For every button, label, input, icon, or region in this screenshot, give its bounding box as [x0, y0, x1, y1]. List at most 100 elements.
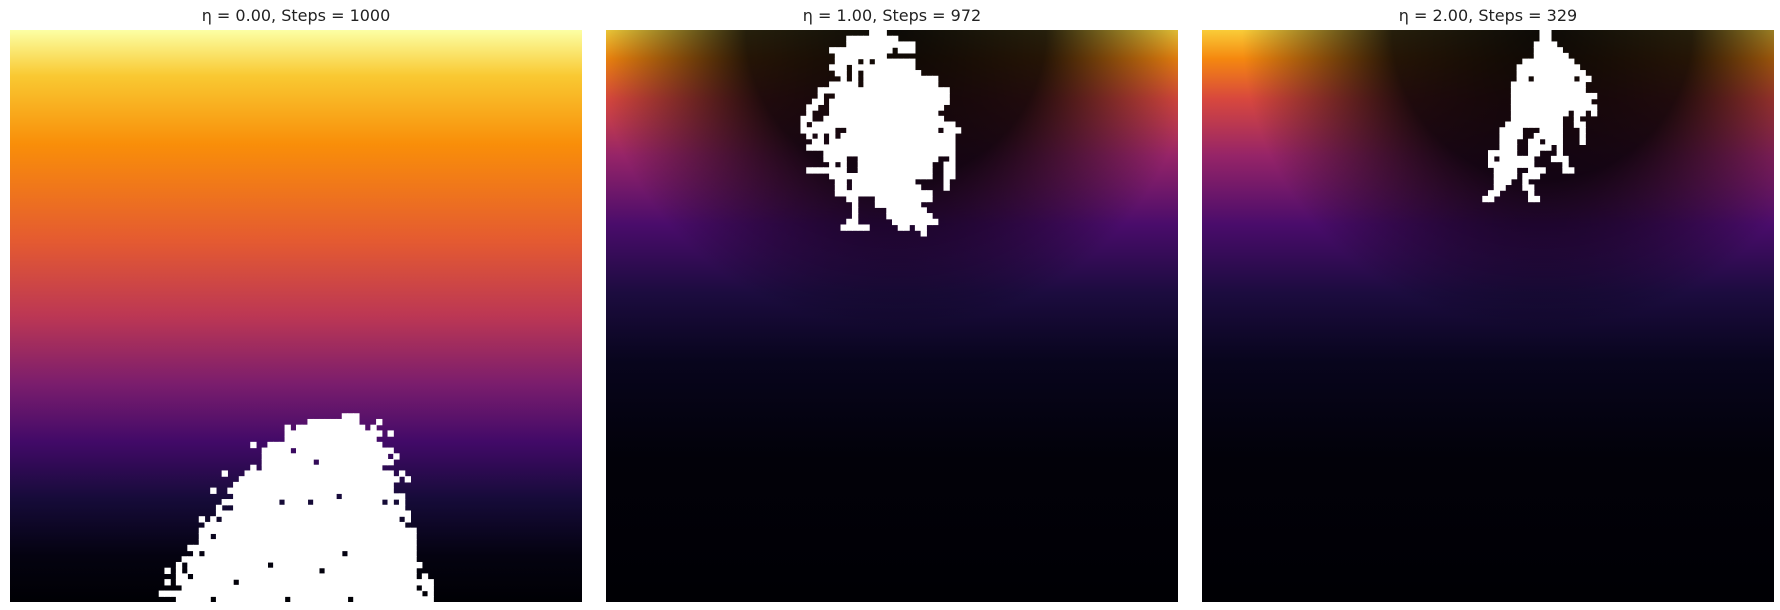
aggregate-cell: [336, 418, 343, 426]
aggregate-cell: [353, 510, 360, 517]
aggregate-cell: [353, 516, 360, 523]
aggregate-cell: [874, 184, 882, 191]
aggregate-cell: [193, 567, 200, 574]
aggregate-cell: [1539, 115, 1546, 123]
aggregate-cell: [221, 521, 228, 529]
aggregate-cell: [376, 447, 383, 454]
aggregate-cell: [313, 567, 320, 574]
aggregate-cell: [301, 584, 309, 592]
aggregate-cell: [261, 579, 268, 586]
aggregate-cell: [829, 115, 836, 123]
aggregate-cell: [273, 453, 280, 460]
aggregate-cell: [318, 436, 326, 443]
aggregate-cell: [1556, 47, 1563, 54]
aggregate-cell: [421, 584, 429, 592]
aggregate-cell: [358, 584, 366, 592]
aggregate-cell: [851, 64, 859, 71]
aggregate-cell: [364, 561, 371, 569]
aggregate-cell: [244, 533, 251, 540]
aggregate-cell: [1505, 161, 1512, 168]
aggregate-cell: [1522, 64, 1529, 71]
aggregate-cell: [1550, 75, 1558, 83]
aggregate-cell: [851, 178, 859, 186]
aggregate-cell: [307, 596, 314, 602]
aggregate-cell: [1528, 190, 1535, 197]
aggregate-cell: [892, 178, 899, 186]
aggregate-cell: [250, 476, 257, 483]
aggregate-cell: [1533, 64, 1541, 71]
aggregate-cell: [398, 521, 406, 529]
aggregate-cell: [1510, 92, 1518, 100]
aggregate-cell: [324, 579, 331, 586]
aggregate-cell: [1550, 41, 1558, 48]
aggregate-cell: [880, 138, 887, 145]
aggregate-cell: [846, 41, 853, 48]
aggregate-cell: [897, 75, 905, 83]
aggregate-cell: [886, 184, 893, 191]
aggregate-cell: [313, 470, 320, 477]
aggregate-cell: [330, 504, 337, 512]
aggregate-cell: [1545, 87, 1552, 94]
aggregate-cell: [892, 121, 899, 128]
aggregate-cell: [869, 167, 876, 174]
aggregate-cell: [381, 567, 389, 574]
aggregate-cell: [238, 516, 246, 523]
aggregate-cell: [1522, 81, 1529, 88]
aggregate-cell: [851, 47, 859, 54]
aggregate-cell: [914, 115, 922, 123]
aggregate-cell: [318, 504, 326, 512]
aggregate-cell: [313, 596, 320, 602]
aggregate-cell: [284, 590, 291, 597]
aggregate-cell: [932, 132, 939, 140]
aggregate-cell: [244, 521, 251, 529]
aggregate-cell: [233, 493, 240, 500]
aggregate-cell: [909, 173, 916, 180]
aggregate-cell: [376, 430, 383, 437]
aggregate-cell: [892, 58, 899, 65]
aggregate-cell: [273, 459, 280, 466]
aggregate-cell: [840, 70, 847, 77]
aggregate-cell: [421, 573, 429, 580]
aggregate-cell: [1522, 98, 1529, 105]
aggregate-cell: [1528, 70, 1535, 77]
aggregate-cell: [903, 218, 910, 226]
aggregate-cell: [846, 138, 853, 145]
aggregate-cell: [273, 470, 280, 477]
aggregate-cell: [863, 64, 870, 71]
aggregate-cell: [880, 132, 887, 140]
aggregate-cell: [301, 561, 309, 569]
aggregate-cell: [347, 527, 354, 534]
aggregate-cell: [187, 584, 194, 592]
aggregate-cell: [851, 121, 859, 128]
aggregate-cell: [330, 430, 337, 437]
aggregate-cell: [301, 436, 309, 443]
aggregate-cell: [255, 527, 263, 534]
aggregate-cell: [897, 121, 905, 128]
aggregate-cell: [221, 567, 228, 574]
aggregate-cell: [313, 481, 320, 489]
aggregate-cell: [187, 561, 194, 569]
aggregate-cell: [387, 579, 394, 586]
aggregate-cell: [336, 470, 343, 477]
aggregate-cell: [851, 70, 859, 77]
aggregate-cell: [926, 190, 933, 197]
aggregate-cell: [909, 218, 916, 226]
aggregate-cell: [1528, 195, 1535, 203]
aggregate-cell: [215, 579, 223, 586]
aggregate-cell: [227, 550, 234, 557]
aggregate-cell: [914, 138, 922, 145]
aggregate-cell: [897, 70, 905, 77]
aggregate-cell: [347, 516, 354, 523]
aggregate-cell: [347, 487, 354, 494]
aggregate-cell: [398, 527, 406, 534]
aggregate-cell: [829, 47, 836, 54]
aggregate-cell: [358, 510, 366, 517]
aggregate-cell: [250, 493, 257, 500]
aggregate-cell: [376, 579, 383, 586]
aggregate-cell: [250, 516, 257, 523]
aggregate-cell: [1493, 173, 1501, 180]
aggregate-cell: [387, 596, 394, 602]
aggregate-cell: [255, 584, 263, 592]
aggregate-cell: [404, 510, 411, 517]
aggregate-cell: [920, 224, 927, 231]
